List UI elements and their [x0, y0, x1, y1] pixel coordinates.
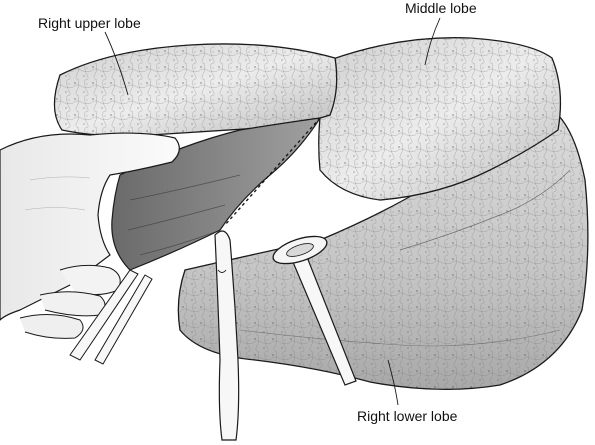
label-right-lower-lobe: Right lower lobe: [357, 408, 458, 424]
scalpel: [214, 230, 240, 441]
leader-upper-lobe: [104, 31, 129, 96]
middle-lobe-shape: [318, 37, 562, 201]
clamp-instrument: [272, 235, 357, 386]
forceps: [69, 269, 153, 365]
right-lower-lobe-shape: [177, 109, 589, 390]
leader-middle-lobe: [424, 17, 441, 66]
leader-lower-lobe: [387, 359, 399, 406]
label-middle-lobe: Middle lobe: [405, 0, 477, 16]
label-leaders: [104, 17, 441, 406]
right-upper-lobe-shape: [53, 43, 338, 137]
surgeon-hand: [0, 132, 180, 339]
label-right-upper-lobe: Right upper lobe: [38, 15, 141, 31]
